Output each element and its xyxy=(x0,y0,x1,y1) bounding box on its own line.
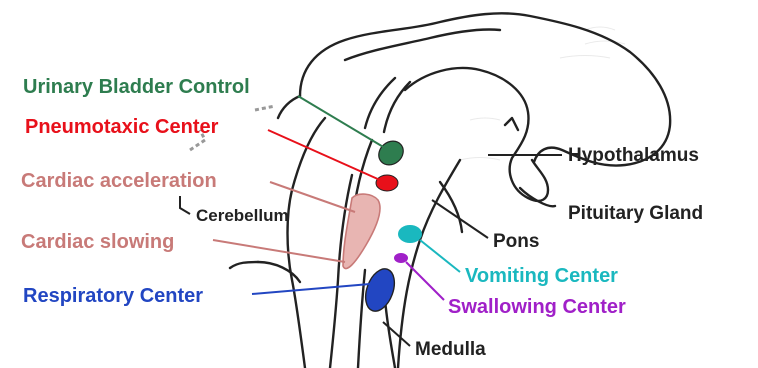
vomiting-region xyxy=(398,225,422,243)
cardiac-slowing-label: Cardiac slowing xyxy=(21,231,174,253)
respiratory-label: Respiratory Center xyxy=(23,285,203,307)
hypothalamus-label: Hypothalamus xyxy=(568,145,699,166)
cardiac-acceleration-label: Cardiac acceleration xyxy=(21,170,217,192)
pons-label: Pons xyxy=(493,231,539,252)
cerebellum-bracket xyxy=(180,196,190,214)
pituitary-label: Pituitary Gland xyxy=(568,203,703,224)
swallowing-region xyxy=(394,253,408,263)
vomiting-label: Vomiting Center xyxy=(465,265,618,287)
cerebellum-label: Cerebellum xyxy=(196,206,289,225)
swallowing-label: Swallowing Center xyxy=(448,296,626,318)
urinary-bladder-region xyxy=(374,136,408,170)
respiratory-region xyxy=(360,265,399,315)
medulla-label: Medulla xyxy=(415,339,486,360)
pneumotaxic-label: Pneumotaxic Center xyxy=(25,116,219,138)
cardiac-region xyxy=(343,194,380,268)
urinary-bladder-label: Urinary Bladder Control xyxy=(23,76,250,98)
background-faint-text xyxy=(460,27,625,160)
pneumotaxic-region xyxy=(376,175,398,191)
